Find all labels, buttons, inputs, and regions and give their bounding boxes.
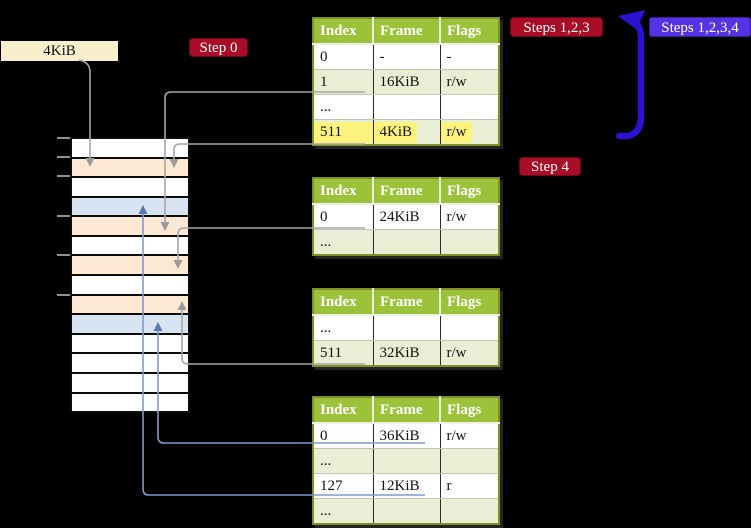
memory-tick [57,215,70,217]
table-cell: ... [313,94,374,120]
column-header-index: Index [313,18,374,45]
memory-tick [57,156,70,158]
table-cell: - [373,44,441,70]
table-row: ... [313,498,499,524]
column-header-flags: Flags [440,397,499,424]
table-cell: 36KiB [373,423,441,449]
memory-frame-row-white [72,354,188,374]
table-cell: 1 [313,69,374,95]
steps-123-badge: Steps 1,2,3 [510,17,603,37]
table-cell: 4KiB [373,119,441,145]
memory-frame-row-orange [72,158,188,179]
memory-frame-row-orange [72,217,188,237]
step0-badge: Step 0 [189,38,248,57]
memory-tick [57,137,70,139]
table-cell: - [440,44,499,70]
table-cell [440,498,499,524]
memory-frame-row-orange [72,295,188,316]
column-header-frame: Frame [373,397,441,424]
table-cell: r/w [440,204,499,230]
memory-frame-row-white [72,236,188,257]
column-header-index: Index [313,397,374,424]
connector-t1-row511-to-strip [169,143,365,168]
table-cell: r/w [440,119,499,145]
memory-frame-row-orange [72,256,188,277]
memory-tick [57,254,70,256]
column-header-flags: Flags [440,18,499,45]
memory-frame-row-blue [72,197,188,218]
memory-frame-row-white [72,139,188,159]
column-header-index: Index [313,289,374,316]
table-cell: r/w [440,69,499,95]
memory-tick [57,175,70,177]
table-cell: 511 [313,340,374,366]
table-row: ... [313,448,499,474]
table-cell [373,498,441,524]
table-cell [373,448,441,474]
table-cell: 24KiB [373,204,441,230]
table-cell: r [440,473,499,499]
table-cell [440,448,499,474]
table-cell [373,94,441,120]
table-cell: 12KiB [373,473,441,499]
highlighted-value: 511 [314,121,372,143]
table-cell [440,229,499,255]
highlighted-value: r/w [440,121,472,143]
table-cell: ... [313,315,374,341]
table-cell: ... [313,229,374,255]
table-cell: ... [313,498,374,524]
table-cell: ... [313,448,374,474]
table-cell [440,94,499,120]
column-header-flags: Flags [440,178,499,205]
table-cell [373,315,441,341]
table-cell: 32KiB [373,340,441,366]
table-cell: r/w [440,340,499,366]
steps-1234-badge: Steps 1,2,3,4 [649,17,751,37]
highlighted-value: 4KiB [373,121,418,143]
table-row: 0-- [313,44,499,70]
table-cell [440,315,499,341]
memory-frame-row-white [72,373,188,394]
table-cell: 16KiB [373,69,441,95]
steps-loop-arrow [615,10,645,140]
memory-frame-row-white [72,334,188,355]
column-header-flags: Flags [440,289,499,316]
page-size-label: 4KiB [1,41,118,61]
memory-tick [57,294,70,296]
table-cell: 511 [313,119,374,145]
table-cell: 127 [313,473,374,499]
step4-badge: Step 4 [519,157,581,176]
table-cell: 0 [313,423,374,449]
table-cell: 0 [313,44,374,70]
memory-frame-row-blue [72,315,188,335]
table-row: ... [313,229,499,255]
memory-frame-row-white [72,393,188,412]
column-header-frame: Frame [373,178,441,205]
table-cell: r/w [440,423,499,449]
table-cell: 0 [313,204,374,230]
memory-frame-row-white [72,276,188,296]
physical-memory-strip [70,137,190,413]
column-header-frame: Frame [373,18,441,45]
memory-frame-row-white [72,178,188,198]
column-header-index: Index [313,178,374,205]
table-row: ... [313,94,499,120]
table-cell [373,229,441,255]
table-row: ... [313,315,499,341]
column-header-frame: Frame [373,289,441,316]
